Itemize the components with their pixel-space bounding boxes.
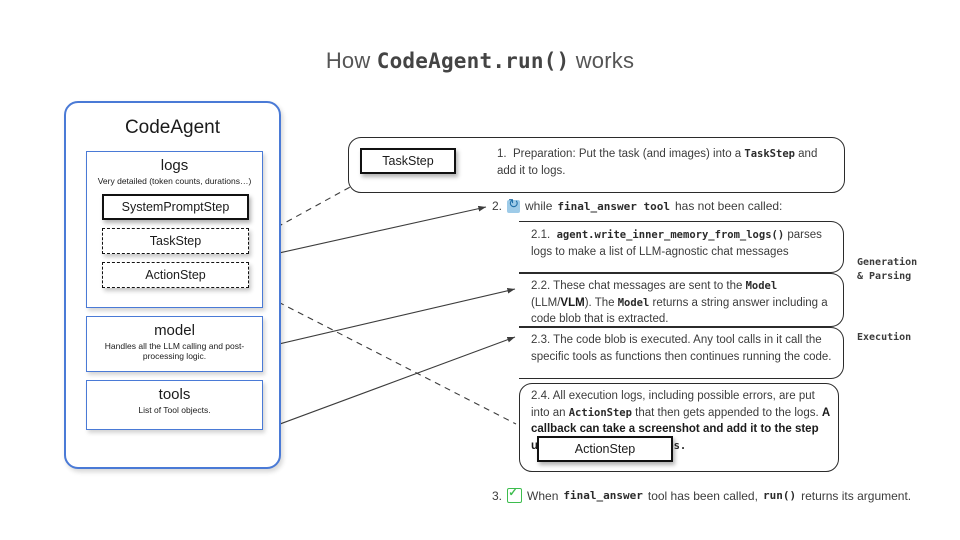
chip-action-step-label: ActionStep bbox=[145, 268, 206, 282]
step-24-text-a: All execution logs, including possible e… bbox=[531, 390, 815, 419]
step-23-text-a: The code blob is executed. Any tool call… bbox=[531, 334, 832, 363]
step-3-line: 3. When final_answer tool has been calle… bbox=[492, 487, 912, 503]
logs-box[interactable]: logs Very detailed (token counts, durati… bbox=[86, 151, 263, 308]
step-23-bracket bbox=[519, 327, 844, 379]
arrow-actionstep-to-step24 bbox=[248, 286, 517, 425]
step-22-text-b: (LLM/ bbox=[531, 296, 561, 309]
model-subtitle: Handles all the LLM calling and post-pro… bbox=[104, 340, 245, 362]
step-1-code-a: TaskStep bbox=[744, 148, 795, 160]
logs-subtitle: Very detailed (token counts, durations…) bbox=[97, 175, 252, 186]
step-1-text: 1. Preparation: Put the task (and images… bbox=[497, 146, 837, 179]
tools-box[interactable]: tools List of Tool objects. bbox=[86, 380, 263, 430]
title-suffix: works bbox=[569, 48, 635, 73]
step-22-code-a: Model bbox=[745, 280, 778, 292]
logs-title: logs bbox=[160, 157, 189, 174]
codeagent-title: CodeAgent bbox=[124, 117, 221, 138]
step-22-number: 2.2. bbox=[531, 280, 551, 292]
title-code: CodeAgent.run() bbox=[376, 49, 570, 73]
tools-subtitle: List of Tool objects. bbox=[138, 404, 211, 415]
step-24-number: 2.4. bbox=[531, 390, 551, 402]
step-3-text-c: returns its argument. bbox=[801, 488, 912, 503]
step-22-bracket bbox=[519, 273, 844, 327]
step-3-text-a: When bbox=[527, 488, 559, 503]
step-2-code-a: final_answer tool bbox=[557, 199, 670, 213]
title-prefix: How bbox=[325, 48, 377, 73]
cycle-icon bbox=[507, 197, 521, 213]
step-23-number: 2.3. bbox=[531, 334, 551, 346]
arrow-tools-to-step23 bbox=[244, 336, 516, 440]
step-21-text-a: parses logs to make a list of LLM-agnost… bbox=[531, 229, 822, 258]
page-title: How CodeAgent.run() works bbox=[0, 48, 960, 74]
chip-task-step[interactable]: TaskStep bbox=[102, 228, 249, 254]
chip-task-step-right[interactable]: TaskStep bbox=[360, 148, 456, 174]
chip-action-step-right-label: ActionStep bbox=[574, 442, 636, 456]
label-generation-parsing: Generation & Parsing bbox=[857, 257, 918, 282]
chip-action-step[interactable]: ActionStep bbox=[102, 262, 249, 288]
tools-title: tools bbox=[158, 386, 191, 403]
step-2-text-b: has not been called: bbox=[674, 199, 783, 213]
step-24-text-b: that then gets appended to the logs. bbox=[631, 406, 822, 419]
step-21-number: 2.1. bbox=[531, 229, 551, 241]
step-21-text: 2.1. agent.write_inner_memory_from_logs(… bbox=[531, 227, 837, 260]
step-22-text-a: These chat messages are sent to the bbox=[550, 280, 746, 292]
step-3-number: 3. bbox=[492, 488, 503, 503]
step-23-text: 2.3. The code blob is executed. Any tool… bbox=[531, 332, 837, 365]
step-3-code-b: run() bbox=[762, 489, 797, 502]
step-1-number: 1. bbox=[497, 148, 507, 160]
step-1-text-a: Preparation: Put the task (and images) i… bbox=[512, 148, 745, 160]
step-2-text-a: while bbox=[525, 199, 553, 213]
step-1-text-b: and add it to logs. bbox=[497, 148, 818, 177]
step-21-code-a: agent.write_inner_memory_from_logs() bbox=[556, 229, 785, 241]
step-22-text-c: ). The bbox=[584, 296, 618, 309]
chip-task-step-label: TaskStep bbox=[149, 234, 202, 248]
chip-system-prompt-step-label: SystemPromptStep bbox=[121, 200, 230, 214]
label-execution: Execution bbox=[857, 332, 912, 343]
codeagent-panel: CodeAgent logs Very detailed (token coun… bbox=[64, 101, 281, 469]
step-22-text-d: returns a string answer including a code… bbox=[531, 296, 828, 326]
model-box[interactable]: model Handles all the LLM calling and po… bbox=[86, 316, 263, 372]
chip-task-step-right-label: TaskStep bbox=[382, 154, 434, 168]
chip-action-step-right[interactable]: ActionStep bbox=[537, 436, 673, 462]
arrow-model-to-step22 bbox=[244, 287, 516, 355]
model-title: model bbox=[154, 322, 195, 339]
step-22-bold-a: VLM bbox=[560, 296, 585, 309]
step-21-bracket bbox=[519, 221, 844, 273]
step-22-code-b: Model bbox=[617, 296, 650, 309]
step-2-header: 2. while final_answer tool has not been … bbox=[492, 197, 783, 214]
step-3-text-b: tool has been called, bbox=[647, 488, 758, 503]
check-icon bbox=[507, 487, 523, 503]
step-22-text: 2.2. These chat messages are sent to the… bbox=[531, 278, 837, 328]
step-2-number: 2. bbox=[492, 199, 503, 213]
step-3-code-a: final_answer bbox=[563, 489, 643, 502]
step-24-code-a: ActionStep bbox=[568, 406, 632, 419]
chip-system-prompt-step[interactable]: SystemPromptStep bbox=[102, 194, 249, 220]
